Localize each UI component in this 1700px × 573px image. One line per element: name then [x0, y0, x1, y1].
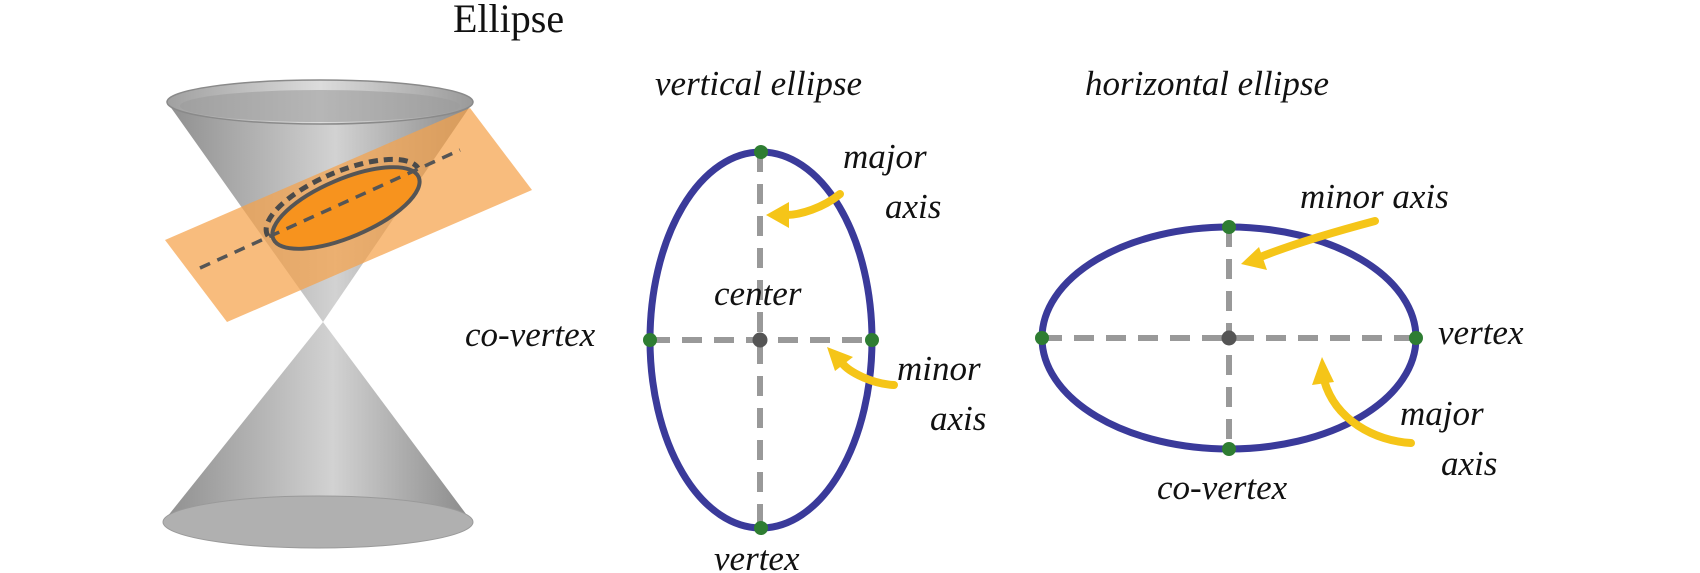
vertical-co-vertex-label: co-vertex — [465, 315, 596, 354]
vertical-major-label-line1: major — [843, 137, 927, 176]
lower-cone — [163, 322, 472, 522]
vertical-top-vertex-point — [754, 145, 768, 159]
vertical-center-point — [752, 332, 768, 348]
vertical-ellipse-figure: vertical ellipse major axis center co-ve… — [465, 64, 986, 573]
vertical-major-label-line2: axis — [885, 187, 941, 226]
diagram-title: Ellipse — [453, 0, 564, 41]
double-cone-illustration — [162, 79, 532, 549]
horizontal-ellipse-heading: horizontal ellipse — [1085, 64, 1329, 103]
horizontal-vertex-label: vertex — [1438, 313, 1524, 352]
vertical-major-axis-arrow — [782, 190, 844, 219]
lower-cone-base — [162, 495, 474, 549]
horizontal-top-co-vertex-point — [1222, 220, 1236, 234]
vertical-center-label: center — [714, 274, 802, 313]
horizontal-right-vertex-point — [1409, 331, 1423, 345]
conic-section-ellipse — [270, 165, 422, 251]
vertical-left-co-vertex-point — [643, 333, 657, 347]
horizontal-major-label-line1: major — [1400, 394, 1484, 433]
horizontal-co-vertex-label: co-vertex — [1157, 468, 1288, 507]
vertical-right-co-vertex-point — [865, 333, 879, 347]
vertical-minor-label-line1: minor — [897, 349, 981, 388]
horizontal-major-label-line2: axis — [1441, 444, 1497, 483]
horizontal-ellipse-figure: horizontal ellipse minor axis vertex maj… — [1035, 64, 1524, 507]
vertical-bottom-vertex-point — [754, 521, 768, 535]
vertical-minor-axis-arrow — [838, 359, 898, 389]
vertical-minor-label-line2: axis — [930, 399, 986, 438]
horizontal-bottom-co-vertex-point — [1222, 442, 1236, 456]
horizontal-major-axis-arrow — [1320, 376, 1415, 447]
vertical-vertex-label: vertex — [714, 539, 800, 573]
horizontal-left-vertex-point — [1035, 331, 1049, 345]
horizontal-minor-axis-label: minor axis — [1300, 177, 1449, 216]
plane-axis-line — [199, 148, 461, 270]
horizontal-center-point — [1221, 330, 1237, 346]
vertical-ellipse-heading: vertical ellipse — [655, 64, 862, 103]
horizontal-minor-axis-arrow — [1254, 217, 1379, 262]
